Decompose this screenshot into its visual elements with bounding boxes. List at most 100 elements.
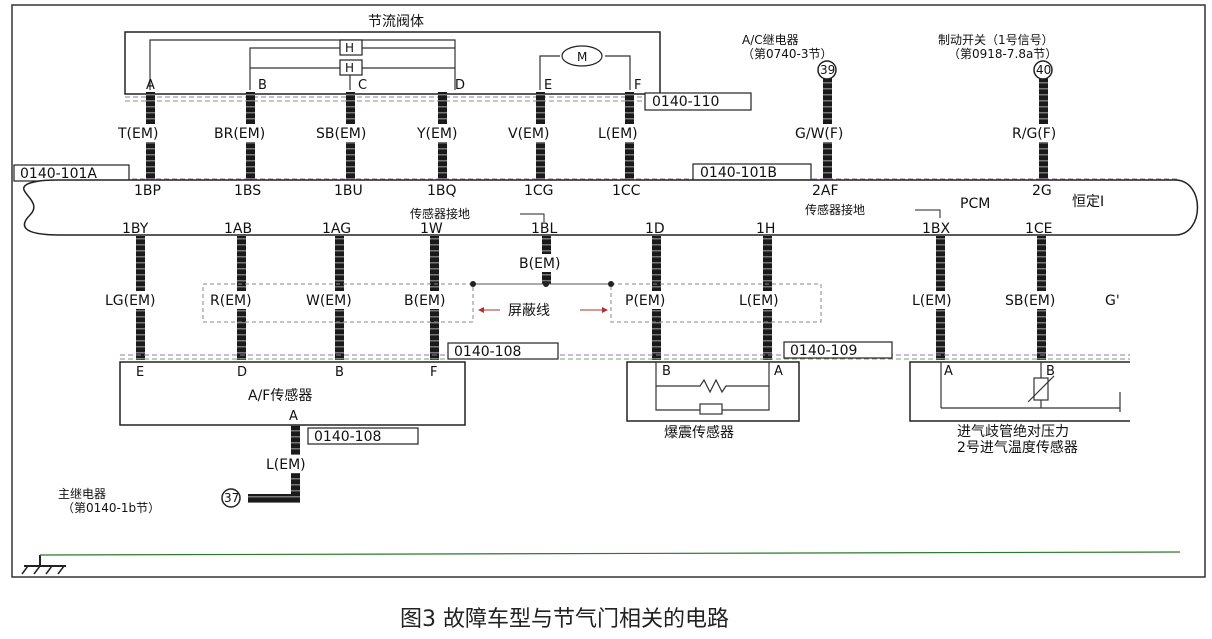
shield-box-left: [202, 283, 474, 323]
brake-switch-circle: [1033, 60, 1053, 80]
pcm-pin-1ce: 1CE: [1025, 221, 1053, 237]
pcm-pin-1bs: 1BS: [234, 183, 261, 199]
top-wire-label-4: Y(EM): [416, 126, 457, 142]
pcm-hengding-label: 恒定I: [1072, 194, 1104, 210]
af-wire-label: L(EM): [266, 457, 306, 473]
throttle-body: 节流阀体 H H M A B C D E F: [124, 14, 661, 95]
tb-pin-b: B: [258, 78, 267, 93]
map-sensor: A B 进气歧管绝对压力 2号进气温度传感器: [909, 361, 1130, 456]
af-pin-a: A: [289, 409, 298, 424]
bottom-wire-label-2: R(EM): [210, 293, 252, 309]
pcm-pin-2af: 2AF: [812, 183, 839, 199]
pcm-pin-1bu: 1BU: [334, 183, 363, 199]
pcm-pin-1w: 1W: [420, 221, 443, 237]
brake-switch-circle-label: 40: [1036, 63, 1051, 77]
pcm-pin-1bx: 1BX: [922, 221, 951, 237]
heater-symbol-2: [339, 59, 363, 76]
tb-pin-f: F: [634, 78, 641, 93]
motor-symbol: [561, 45, 603, 67]
pcm-pin-1h: 1H: [756, 221, 775, 237]
connector-109-label: 0140-109: [790, 343, 857, 359]
bottom-wire-label-9: SB(EM): [1005, 293, 1055, 309]
knock-pin-b: B: [662, 364, 671, 379]
map-pin-a: A: [944, 364, 953, 379]
af-sensor-title: A/F传感器: [248, 387, 312, 404]
ground-line: [39, 551, 1181, 556]
pcm-pin-1cc: 1CC: [612, 183, 641, 199]
connector-108-bottom-box: [307, 427, 419, 445]
main-relay-circle-label: 37: [224, 491, 239, 505]
map-pin-b: B: [1046, 364, 1055, 379]
tb-pin-a: A: [146, 78, 155, 93]
pcm-pin-1ag: 1AG: [322, 221, 351, 237]
sensor-ground-label-2: 传感器接地: [805, 202, 865, 217]
tb-pin-c: C: [358, 78, 367, 93]
top-wire-label-8: R/G(F): [1012, 126, 1056, 142]
pcm-pin-1bq: 1BQ: [427, 183, 457, 199]
pcm-pin-2g: 2G: [1032, 183, 1052, 199]
bottom-wire-label-1: LG(EM): [105, 293, 156, 309]
af-sensor: E D B F A/F传感器 A: [119, 361, 466, 426]
af-pin-e: E: [136, 365, 144, 380]
connector-101b-label: 0140-101B: [700, 165, 777, 181]
bottom-wire-label-3: W(EM): [306, 293, 352, 309]
pcm-pin-1bl: 1BL: [531, 221, 558, 237]
shield-label: 屏蔽线: [508, 303, 550, 319]
tb-pin-d: D: [455, 78, 465, 93]
bottom-wire-label-8: L(EM): [912, 293, 952, 309]
brake-switch-title: 制动开关（1号信号）: [938, 33, 1054, 47]
top-wire-label-7: G/W(F): [795, 126, 843, 142]
top-wire-label-3: SB(EM): [316, 126, 366, 142]
connector-109-box: [783, 341, 893, 359]
top-wire-label-6: L(EM): [598, 126, 638, 142]
connector-108-top-label: 0140-108: [454, 344, 521, 360]
connector-110-label: 0140-110: [652, 94, 719, 110]
map-sensor-title-1: 进气歧管绝对压力: [957, 424, 1069, 440]
knock-sensor-title: 爆震传感器: [664, 424, 734, 441]
pcm-pin-1cg: 1CG: [524, 183, 554, 199]
top-wire-label-2: BR(EM): [214, 126, 265, 142]
heater-symbol-1-label: H: [345, 41, 354, 55]
main-relay-title: 主继电器: [58, 487, 106, 501]
bottom-wire-label-4: B(EM): [404, 293, 445, 309]
ac-relay-circle: [817, 60, 837, 80]
connector-110-box: [644, 92, 752, 111]
figure-caption: 图3 故障车型与节气门相关的电路: [400, 607, 729, 632]
tb-pin-e: E: [544, 78, 552, 93]
heater-symbol-1: [339, 39, 363, 56]
ac-relay-ref: （第0740-3节）: [742, 47, 833, 61]
bottom-wire-label-7: L(EM): [739, 293, 779, 309]
top-wire-label-1: T(EM): [117, 126, 158, 142]
connector-101a-label: 0140-101A: [20, 166, 97, 182]
af-pin-f: F: [430, 365, 437, 380]
knock-resistor: [656, 378, 769, 394]
knock-sensor: B A 爆震传感器: [626, 361, 800, 441]
pcm-body: [22, 179, 1199, 236]
pcm-pin-1d: 1D: [645, 221, 665, 237]
knock-piezo: [699, 403, 723, 415]
sensor-ground-label-1: 传感器接地: [410, 206, 470, 221]
connector-108-bottom-label: 0140-108: [314, 429, 381, 445]
main-relay-circle: [221, 488, 241, 508]
main-relay-ref: （第0140-1b节）: [62, 501, 160, 515]
shield-box-right: [610, 283, 822, 323]
knock-pin-a: A: [774, 364, 783, 379]
ac-relay-title: A/C继电器: [742, 33, 799, 47]
map-sensor-box: [909, 361, 1130, 422]
af-pin-b: B: [335, 365, 344, 380]
map-sensor-title-2: 2号进气温度传感器: [957, 439, 1078, 456]
bottom-wire-label-5: B(EM): [519, 256, 560, 272]
connector-108-top-box: [447, 342, 559, 360]
af-sensor-box: [119, 361, 466, 426]
brake-switch-ref: （第0918-7.8a节）: [948, 47, 1057, 61]
pcm-pin-1ab: 1AB: [224, 221, 252, 237]
pcm-pin-1bp: 1BP: [134, 183, 161, 199]
pcm-pin-1by: 1BY: [122, 221, 149, 237]
ground-symbol: [21, 555, 66, 575]
af-pin-d: D: [237, 365, 247, 380]
pcm-label: PCM: [960, 196, 990, 212]
bottom-wire-label-6: P(EM): [625, 293, 665, 309]
ac-relay-circle-label: 39: [820, 63, 835, 77]
heater-symbol-2-label: H: [345, 61, 354, 75]
